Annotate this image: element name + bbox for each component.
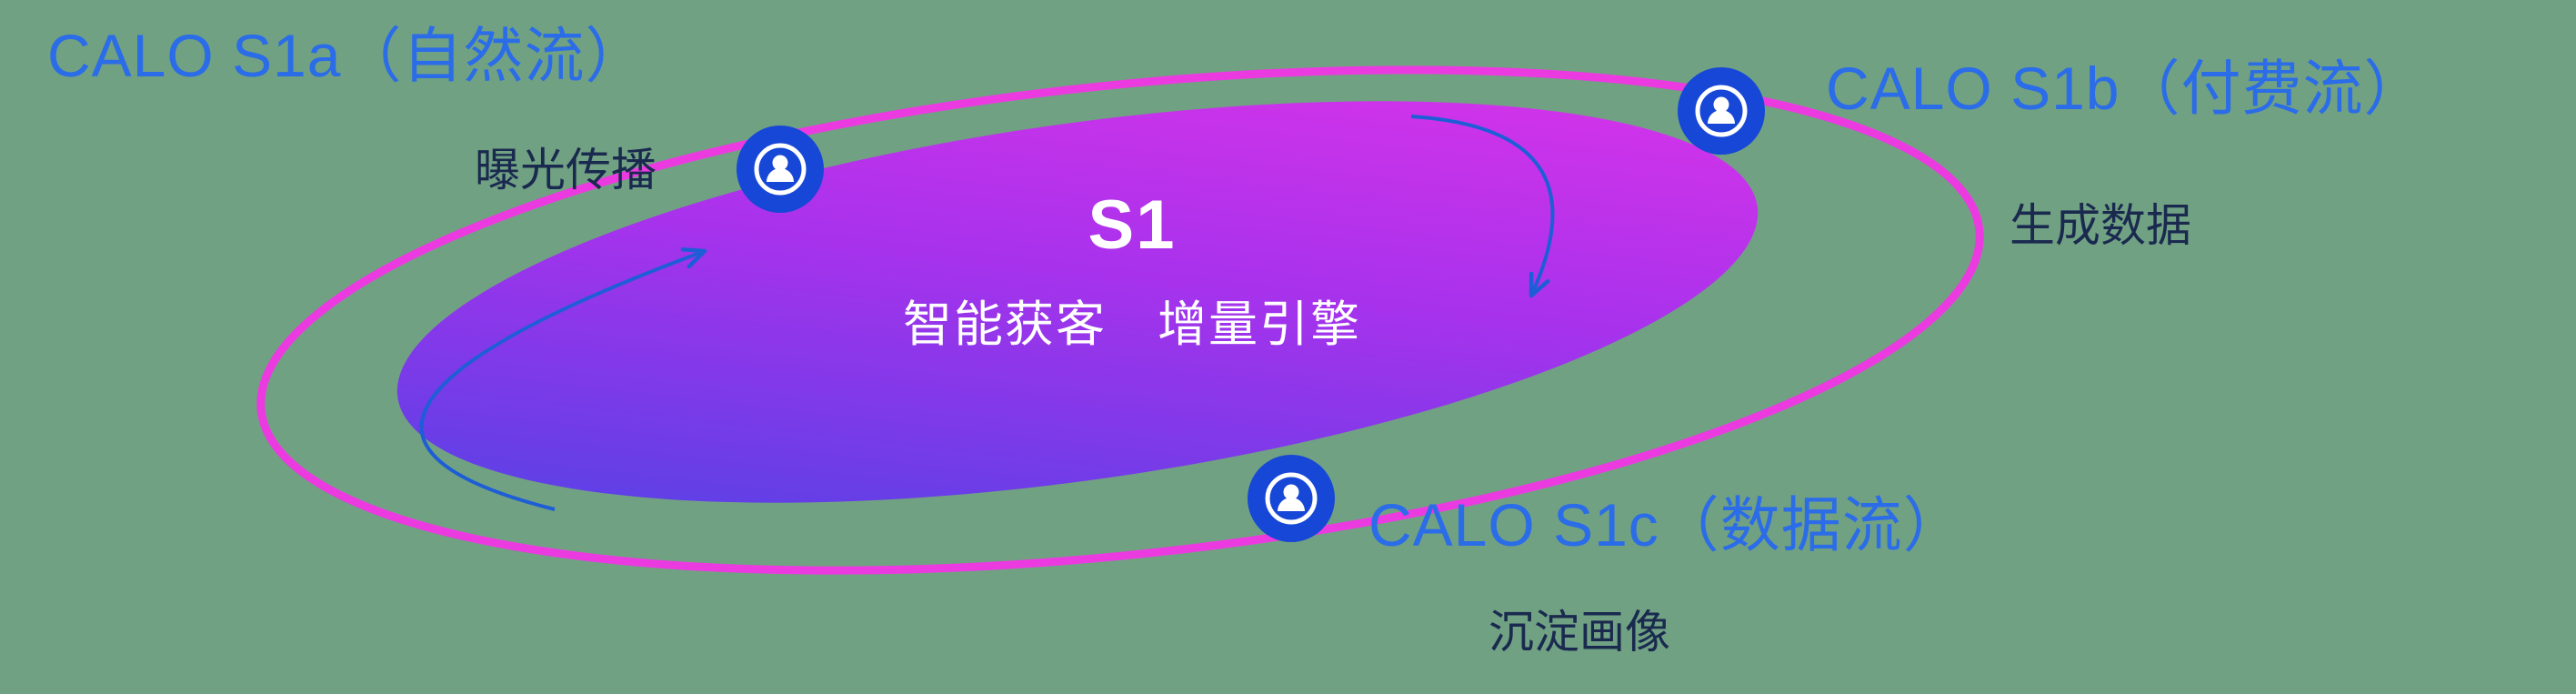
- node-s1c: [1248, 455, 1335, 542]
- label-s1b: CALO S1b（付费流）: [1826, 55, 2425, 122]
- label-s1a: CALO S1a（自然流）: [47, 22, 647, 89]
- user-circle-icon: [1678, 67, 1765, 155]
- node-s1a: [737, 126, 824, 213]
- subtitle-s1c: 沉淀画像: [1488, 607, 1670, 658]
- orbit-ring: [256, 65, 1984, 575]
- core-text-group: S1 智能获客 增量引擎: [903, 187, 1361, 356]
- core-title: S1: [1088, 186, 1177, 264]
- flow-arrow-right: [1410, 115, 1555, 298]
- subtitle-s1a: 曝光传播: [475, 145, 657, 196]
- node-s1b: [1678, 67, 1765, 155]
- core-gradient-ellipse: [396, 101, 1759, 503]
- label-s1c: CALO S1c（数据流）: [1368, 491, 1964, 558]
- core-tagline: 智能获客 增量引擎: [903, 297, 1361, 352]
- flow-arrow-left: [419, 246, 707, 511]
- user-circle-icon: [737, 126, 824, 213]
- subtitle-s1b: 生成数据: [2010, 200, 2191, 251]
- user-circle-icon: [1248, 455, 1335, 542]
